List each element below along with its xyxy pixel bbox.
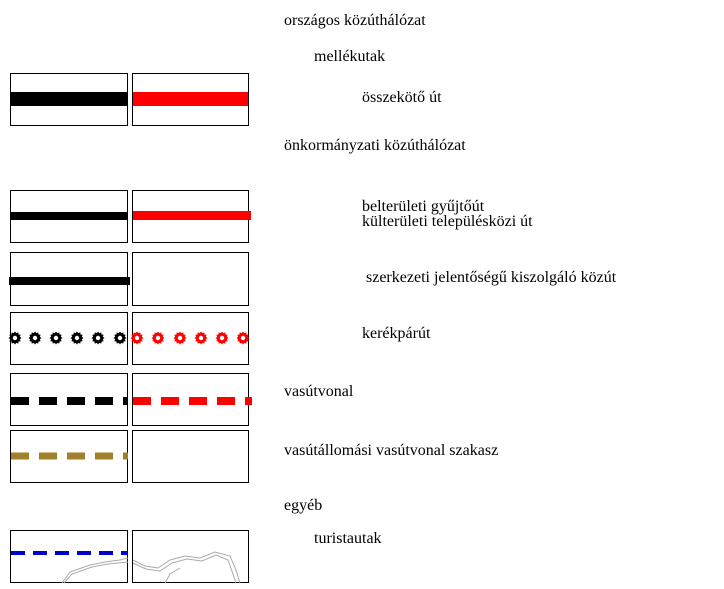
bicycle-marker — [215, 331, 229, 345]
label-inner-collector: belterületi gyűjtőút — [362, 198, 485, 215]
bicycle-marker — [8, 331, 22, 345]
swatch-collector-left — [10, 190, 128, 243]
label-outer-intersettlement: külterületi településközi út — [362, 213, 533, 230]
bicycle-marker — [173, 331, 187, 345]
label-structural-service: szerkezeti jelentőségű kiszolgáló közút — [366, 269, 617, 286]
swatch-collector-right — [132, 190, 251, 243]
swatch-connecting-road-left — [10, 73, 128, 126]
bicycle-marker — [194, 331, 208, 345]
bicycle-marker — [151, 331, 165, 345]
swatch-bicycle-right — [130, 312, 250, 365]
label-bicycle-path: kerékpárút — [362, 325, 431, 342]
label-station-railway: vasútállomási vasútvonal szakasz — [284, 442, 499, 459]
swatch-connecting-road-right — [132, 73, 249, 126]
label-tourist-paths: turistautak — [314, 530, 382, 547]
bicycle-marker — [236, 331, 250, 345]
swatch-tourist-left — [10, 530, 129, 584]
swatch-tourist-right — [132, 530, 249, 584]
label-connecting-road: összekötő út — [362, 89, 442, 106]
swatch-service-road-left — [9, 252, 130, 306]
bicycle-marker — [113, 331, 127, 345]
swatch-service-road-right — [132, 252, 249, 306]
swatch-station-right — [132, 430, 249, 483]
label-other: egyéb — [284, 497, 323, 514]
label-railway: vasútvonal — [284, 383, 354, 400]
bicycle-marker — [130, 331, 144, 345]
label-minor-roads: mellékutak — [314, 48, 386, 65]
swatch-station-left — [10, 430, 128, 483]
swatch-bicycle-left — [8, 312, 128, 365]
label-national-network: országos közúthálózat — [284, 12, 426, 29]
swatch-railway-left — [10, 373, 128, 426]
bicycle-marker — [91, 331, 105, 345]
label-municipal-network: önkormányzati közúthálózat — [284, 137, 466, 154]
bicycle-marker — [70, 331, 84, 345]
bicycle-marker — [49, 331, 63, 345]
bicycle-marker — [28, 331, 42, 345]
swatch-railway-right — [132, 373, 252, 426]
